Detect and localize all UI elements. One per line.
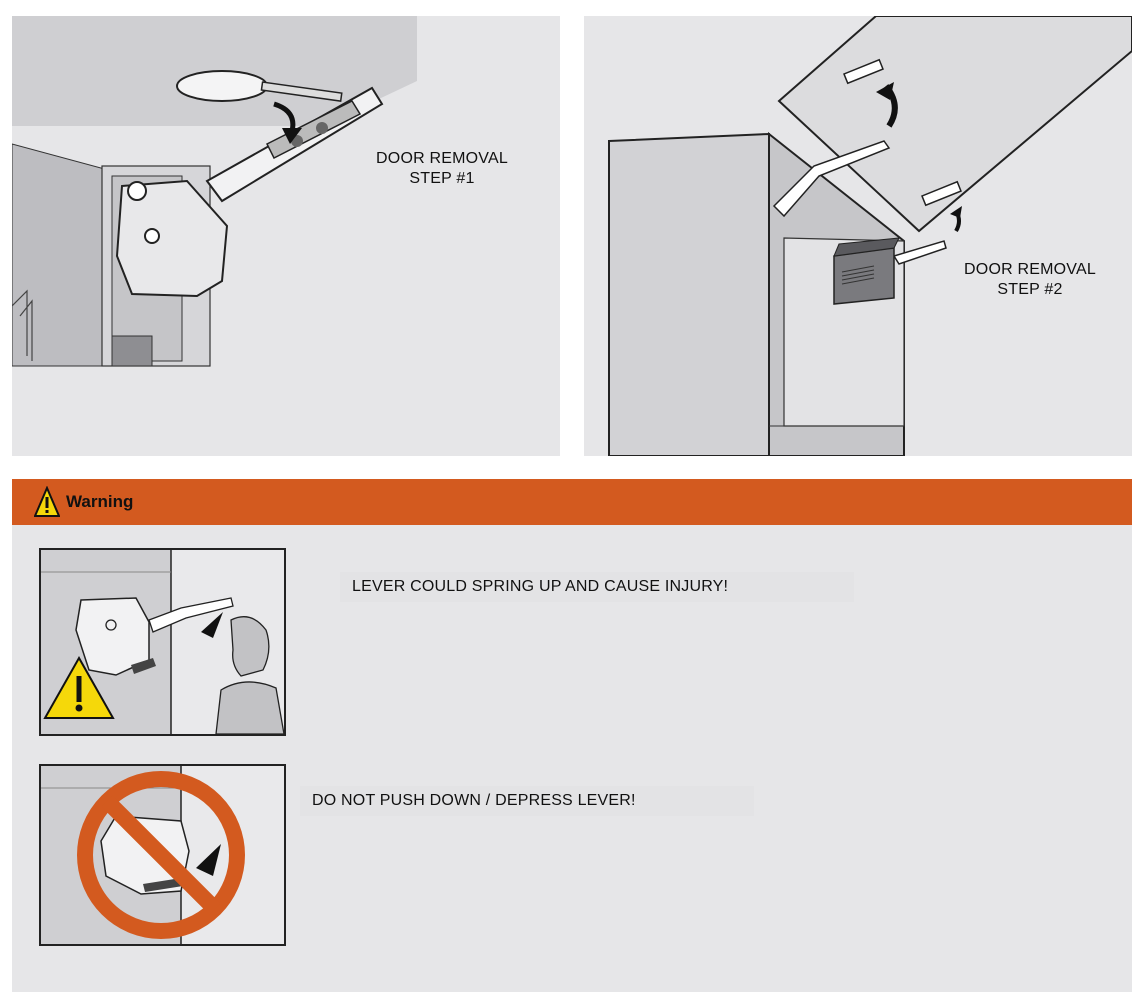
- do-not-depress-lever-illustration: [41, 766, 245, 944]
- prohibited-icon: [77, 771, 245, 939]
- warning-message-2: DO NOT PUSH DOWN / DEPRESS LEVER!: [300, 786, 754, 816]
- lever-spring-injury-illustration: [41, 550, 284, 734]
- step1-label: DOOR REMOVAL STEP #1: [342, 149, 542, 189]
- warning-triangle-icon: [34, 486, 60, 517]
- door-removal-step2-illustration: [608, 16, 1132, 456]
- lever-injury-thumbnail: [39, 548, 286, 736]
- do-not-push-thumbnail: [39, 764, 286, 946]
- step2-label-line2: STEP #2: [997, 281, 1063, 298]
- step1-label-line2: STEP #1: [409, 170, 475, 187]
- step1-illustration-panel: DOOR REMOVAL STEP #1: [12, 16, 560, 456]
- warning-message-1: LEVER COULD SPRING UP AND CAUSE INJURY!: [340, 572, 854, 602]
- step2-label: DOOR REMOVAL STEP #2: [940, 260, 1120, 300]
- step2-label-line1: DOOR REMOVAL: [964, 261, 1096, 278]
- step1-label-line1: DOOR REMOVAL: [376, 150, 508, 167]
- warning-header-bar: [12, 479, 1132, 525]
- door-removal-step1-illustration: [12, 16, 417, 367]
- warning-title: Warning: [66, 492, 134, 511]
- step2-illustration-panel: DOOR REMOVAL STEP #2: [584, 16, 1132, 456]
